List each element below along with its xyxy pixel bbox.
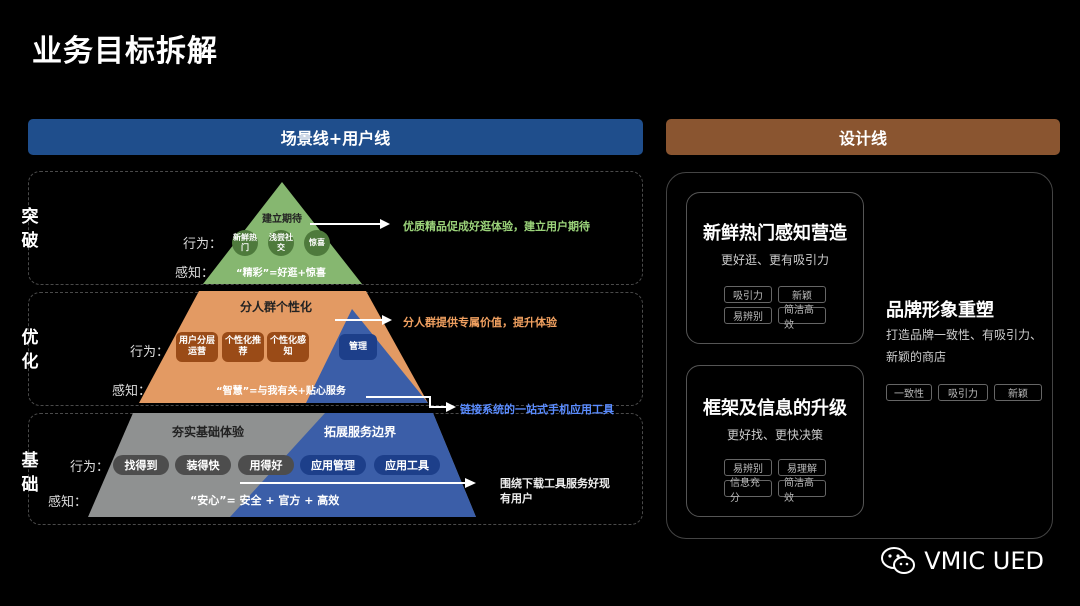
tier-bottom-perception-label: 感知：: [48, 495, 88, 510]
tier-bottom-perception: “安心”= 安全 + 官方 + 高效: [190, 494, 340, 507]
design-brand-tag: 吸引力: [938, 384, 988, 401]
tier-top-item-surprise: 惊喜: [304, 230, 330, 256]
design-card-fresh-tag: 易辨别: [724, 307, 772, 324]
design-card-framework-tag: 易理解: [778, 459, 826, 476]
tier-top-perception: “精彩”=好逛+惊喜: [236, 268, 326, 279]
design-area: [666, 172, 1053, 539]
tier-middle-perception-label: 感知：: [112, 384, 152, 399]
tier-bottom-note: 围绕下载工具服务好现有用户: [500, 477, 610, 505]
tier-middle-link-note: 链接系统的一站式手机应用工具: [460, 403, 614, 416]
tier-top-title: 建立期待: [262, 214, 302, 225]
tier-top-perception-label: 感知：: [175, 266, 215, 281]
tier-bottom-item-app-tools: 应用工具: [374, 455, 440, 475]
tier-bottom-item-find: 找得到: [113, 455, 169, 475]
design-brand-tags: 一致性 吸引力 新颖: [886, 384, 1042, 401]
design-brand-title: 品牌形象重塑: [886, 300, 994, 321]
tier-middle-note: 分人群提供专属价值，提升体验: [403, 316, 557, 329]
band-label-foundation: 基础: [21, 451, 39, 495]
footer-brand-text: VMIC UED: [924, 547, 1044, 575]
design-card-fresh-tag: 简洁高效: [778, 305, 826, 331]
design-card-framework-tag: 信息充分: [724, 478, 772, 504]
design-card-framework: 框架及信息的升级 更好找、更快决策 易辨别 易理解 信息充分 简洁高效: [686, 365, 864, 517]
tier-bottom-behavior-label: 行为：: [70, 460, 110, 475]
design-card-framework-subtitle: 更好找、更快决策: [726, 428, 823, 442]
design-card-fresh: 新鲜热门感知营造 更好逛、更有吸引力 吸引力 新颖 易辨别 简洁高效: [686, 192, 864, 344]
design-card-framework-title: 框架及信息的升级: [703, 398, 847, 419]
tier-middle-item-recommend: 个性化推荐: [222, 332, 264, 362]
design-brand-tag: 新颖: [994, 384, 1042, 401]
band-label-breakthrough: 突破: [21, 207, 39, 251]
header-design-line: 设计线: [666, 119, 1060, 155]
tier-middle-perception: “智慧”=与我有关+贴心服务: [216, 386, 346, 397]
arrow-link-head: [446, 402, 456, 412]
band-label-optimize: 优化: [21, 328, 39, 372]
design-card-fresh-subtitle: 更好逛、更有吸引力: [720, 253, 829, 267]
tier-bottom-item-use: 用得好: [238, 455, 294, 475]
arrow-middle-head: [382, 315, 392, 325]
band-breakthrough: [28, 171, 643, 285]
wechat-icon: [881, 547, 916, 574]
tier-top-item-fresh: 新鲜热门: [232, 230, 258, 256]
tier-middle-behavior-label: 行为：: [130, 345, 170, 360]
design-card-framework-tag: 易辨别: [724, 459, 772, 476]
arrow-top-head: [380, 219, 390, 229]
tier-middle-item-perception: 个性化感知: [267, 332, 309, 362]
tier-bottom-item-install: 装得快: [175, 455, 231, 475]
tier-bottom-item-app-manage: 应用管理: [300, 455, 366, 475]
arrow-link-line: [366, 396, 448, 408]
footer-brand: VMIC UED: [880, 546, 1044, 576]
arrow-bottom-head: [465, 478, 476, 488]
design-brand-tag: 一致性: [886, 384, 932, 401]
tier-top-item-social: 浅尝社交: [268, 230, 294, 256]
tier-middle-item-layered: 用户分层运营: [176, 332, 218, 362]
design-card-fresh-title: 新鲜热门感知营造: [703, 223, 847, 244]
design-card-framework-tag: 简洁高效: [778, 478, 826, 504]
tier-middle-title: 分人群个性化: [240, 300, 313, 314]
design-card-fresh-tag: 吸引力: [724, 286, 772, 303]
design-brand-subtitle: 打造品牌一致性、有吸引力、新颖的商店: [886, 328, 1043, 364]
tier-bottom-left-title: 夯实基础体验: [172, 425, 245, 439]
tier-middle-item-manage: 管理: [339, 334, 377, 360]
design-card-fresh-tag: 新颖: [778, 286, 826, 303]
page-title: 业务目标拆解: [32, 34, 218, 69]
header-scene-user-line: 场景线+用户线: [28, 119, 643, 155]
tier-top-behavior-label: 行为：: [183, 237, 223, 252]
tier-top-note: 优质精品促成好逛体验，建立用户期待: [403, 220, 590, 233]
tier-bottom-right-title: 拓展服务边界: [324, 425, 397, 439]
